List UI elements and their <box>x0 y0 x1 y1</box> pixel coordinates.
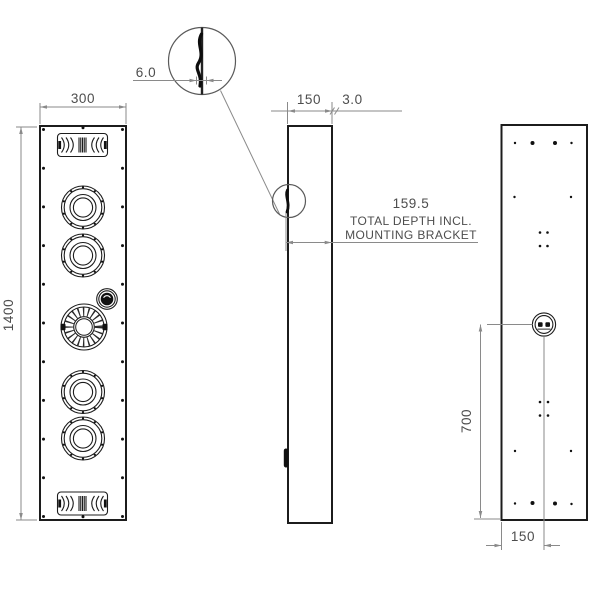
mounting-hole <box>121 398 124 402</box>
total-depth-value: 159.5 <box>393 196 430 211</box>
mounting-hole <box>121 166 124 170</box>
screw-hole <box>553 501 557 506</box>
dim-total-depth: 159.5 TOTAL DEPTH INCL. MOUNTING BRACKET <box>285 196 478 251</box>
screw-hole <box>553 141 557 145</box>
mounting-hole <box>42 321 45 325</box>
mounting-hole <box>121 515 124 518</box>
mounting-hole <box>121 437 124 441</box>
detail-callout: 6.0 <box>133 26 280 215</box>
front-mounting-holes <box>42 126 124 519</box>
screw-hole <box>538 414 542 417</box>
back-view: 700 150 <box>459 124 588 550</box>
midrange-driver <box>61 304 108 350</box>
screw-hole <box>569 449 573 453</box>
mounting-hole <box>121 476 124 480</box>
dim-front-height: 1400 <box>1 126 37 521</box>
mounting-hole <box>42 244 45 248</box>
screw-hole <box>530 141 535 145</box>
mounting-hole <box>42 437 45 441</box>
screw-hole <box>538 400 542 404</box>
mounting-hole <box>42 128 45 131</box>
side-depth-label: 150 <box>297 92 321 107</box>
mounting-hole <box>121 244 124 248</box>
mounting-hole <box>42 282 45 286</box>
screw-hole <box>569 195 573 199</box>
terminal-offset-label: 150 <box>511 529 535 544</box>
mounting-hole <box>42 205 45 209</box>
mounting-hole <box>121 360 124 364</box>
dim-front-width: 300 <box>39 91 127 124</box>
screw-hole <box>570 502 573 506</box>
screw-hole <box>530 501 535 505</box>
mounting-hole <box>121 205 124 209</box>
mounting-hole <box>42 515 45 518</box>
bracket-pleat-mark <box>285 188 290 214</box>
detail-gap-label: 6.0 <box>136 65 157 80</box>
mounting-hole <box>121 321 124 325</box>
screw-hole <box>538 244 542 248</box>
mounting-hole <box>121 128 124 131</box>
dim-terminal-height: 700 <box>459 324 533 520</box>
side-view: 150 3.0 159.5 TOTAL DEPTH INCL. MOUNTING… <box>271 92 478 524</box>
callout-leader-line <box>220 90 280 215</box>
bracket-pleat-detail <box>195 32 204 88</box>
mounting-hole <box>121 282 124 286</box>
screw-hole <box>570 141 573 145</box>
dim-terminal-offset: 150 <box>486 337 560 550</box>
dim-side-depth: 150 3.0 <box>271 92 402 124</box>
screw-hole <box>546 400 550 404</box>
mounting-hole <box>81 126 85 130</box>
mounting-hole <box>42 360 45 364</box>
screw-hole <box>546 231 549 234</box>
screw-hole <box>513 195 516 199</box>
detail-target-circle <box>271 183 307 219</box>
front-width-label: 300 <box>71 91 95 106</box>
screw-hole <box>513 449 517 453</box>
screw-hole <box>546 244 549 248</box>
terminal-height-label: 700 <box>459 409 474 433</box>
dim-detail-gap: 6.0 <box>133 65 222 85</box>
screw-hole <box>538 231 542 234</box>
mounting-hole <box>42 476 45 480</box>
mounting-hole <box>81 515 85 519</box>
screw-hole <box>546 414 550 417</box>
total-depth-note-line1: TOTAL DEPTH INCL. <box>350 214 472 228</box>
mounting-hole <box>42 398 45 402</box>
bracket-offset-label: 3.0 <box>342 92 363 107</box>
front-view: 300 1400 <box>1 91 127 521</box>
front-height-label: 1400 <box>1 299 16 331</box>
screw-hole <box>513 141 517 145</box>
side-cabinet-outline <box>287 125 333 524</box>
back-screw-holes <box>513 141 573 506</box>
total-depth-note-line2: MOUNTING BRACKET <box>345 228 477 242</box>
mounting-hole <box>42 166 45 170</box>
screw-hole <box>513 502 517 505</box>
rear-protrusion <box>283 448 289 468</box>
